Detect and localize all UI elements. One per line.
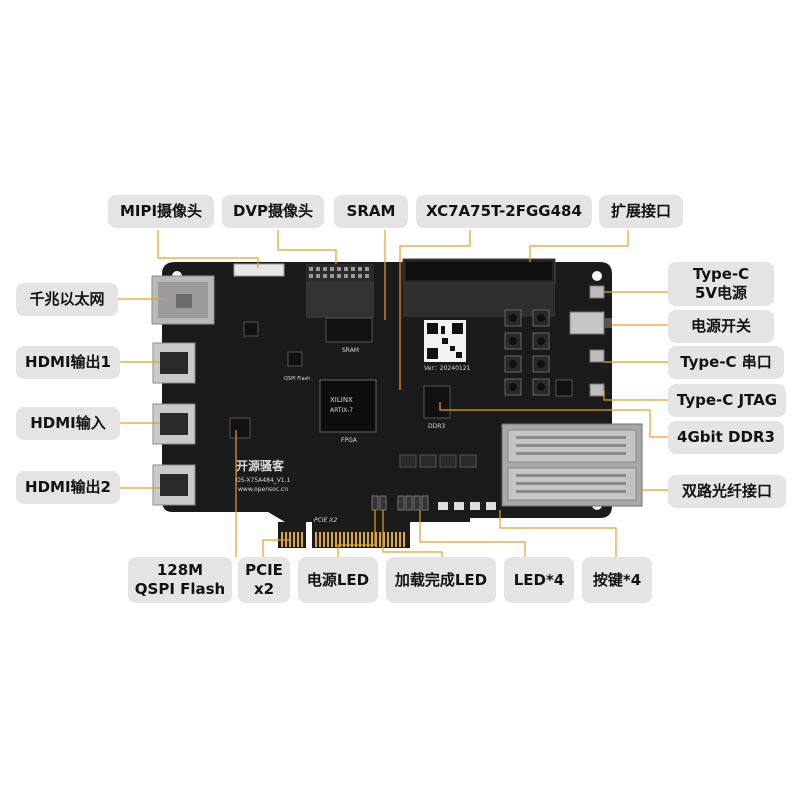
leader-lines [118,230,668,557]
label-fpga-chip: XC7A75T-2FGG484 [416,195,592,228]
fpga-chip: XILINX ARTIX-7 [319,379,377,433]
qr-code [424,320,466,362]
silk-board-name: 开源骚客 [236,458,285,473]
silk-sram: SRAM [342,347,359,354]
small-ic [243,321,259,337]
silk-fpga: FPGA [341,437,358,444]
typec-power-port [589,285,605,299]
power-switch-lever [604,318,612,328]
silk-ddr3: DDR3 [428,423,445,430]
label-pcie: PCIE x2 [238,557,290,603]
label-hdmi-out2: HDMI输出2 [16,471,120,504]
pcie-gold-fingers [278,522,410,548]
silk-qspi: QSPI Flash [284,376,310,382]
ethernet-port [151,275,215,325]
hdmi-out2-port [152,464,196,506]
silk-website: www.opensoc.cn [238,486,288,493]
pcb-board [162,262,612,522]
label-hdmi-in: HDMI输入 [16,407,120,440]
typec-jtag-port [589,383,605,397]
hdmi-out1-port [152,342,196,384]
label-done-led: 加载完成LED [386,557,496,603]
label-sfp: 双路光纤接口 [668,475,786,508]
label-ethernet: 千兆以太网 [16,283,118,316]
label-typec-jtag: Type-C JTAG [668,384,786,417]
small-connectors [399,454,477,468]
label-typec-uart: Type-C 串口 [668,346,784,379]
qspi-flash-chip [287,351,303,367]
hdmi-chip [229,417,251,439]
label-sram: SRAM [334,195,408,228]
hdmi-in-port [152,403,196,445]
silk-xilinx: XILINX [330,396,353,404]
dvp-header [306,264,374,318]
label-dvp-camera: DVP摄像头 [222,195,324,228]
mipi-connector [233,263,285,277]
silk-version: Ver：20240121 [424,365,471,372]
label-led4: LED*4 [504,557,574,603]
label-ddr3: 4Gbit DDR3 [668,421,784,454]
label-qspi-flash: 128M QSPI Flash [128,557,232,603]
label-keys4: 按键*4 [582,557,652,603]
power-switch-body [569,311,605,335]
label-hdmi-out1: HDMI输出1 [16,346,120,379]
typec-uart-port [589,349,605,363]
silk-artix: ARTIX-7 [330,407,353,414]
label-power-led: 电源LED [298,557,378,603]
leds [371,495,496,511]
silk-pcie: PCIE X2 [314,517,337,524]
sram-chip [325,317,373,343]
usb-ic [555,379,573,397]
label-mipi-camera: MIPI摄像头 [108,195,214,228]
label-expansion: 扩展接口 [599,195,683,228]
sfp-cage [501,423,643,507]
label-power-switch: 电源开关 [668,310,774,343]
expansion-header [402,258,556,317]
ddr3-chip [423,385,451,419]
silk-board-model: OS-X75A484_V1.1 [236,477,291,484]
label-typec-power: Type-C 5V电源 [668,262,774,306]
